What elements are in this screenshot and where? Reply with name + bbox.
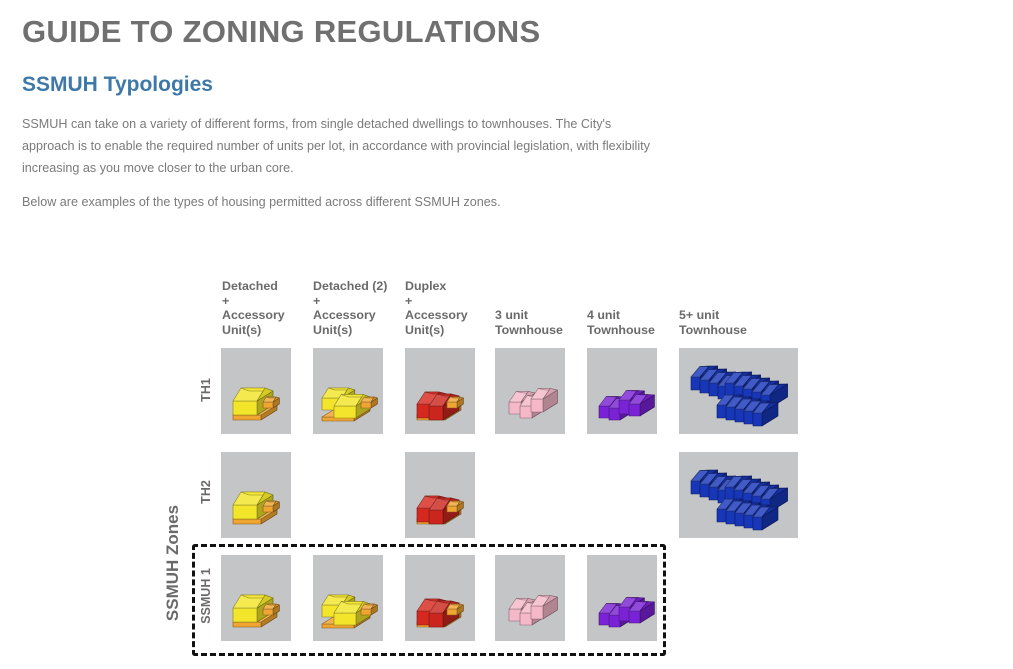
building-massing-illustration <box>598 597 655 628</box>
typology-tile-th5 <box>679 348 798 434</box>
building-massing-illustration <box>232 491 280 525</box>
column-header-3-unit-townhouse: 3 unit Townhouse <box>495 308 563 337</box>
column-header-line: Accessory <box>313 308 376 322</box>
typology-tile-detached <box>221 348 291 434</box>
typology-tile-detached <box>221 555 291 641</box>
building-massing-illustration <box>321 594 378 629</box>
building-massing-illustration <box>232 594 280 628</box>
building-massing-illustration <box>508 388 558 419</box>
column-header-line: Unit(s) <box>405 322 445 337</box>
column-header-line: Townhouse <box>495 322 563 337</box>
building-massing-illustration <box>690 365 788 427</box>
typology-tile-duplex <box>405 348 475 434</box>
typology-tile-duplex <box>405 452 475 538</box>
row-label-th2: TH2 <box>199 480 213 504</box>
column-header-5-plus-unit-townhouse: 5+ unit Townhouse <box>679 308 747 337</box>
building-massing-illustration <box>232 387 280 421</box>
column-header-line: 3 unit <box>495 308 529 322</box>
column-header-line: Townhouse <box>679 322 747 337</box>
ssmuh-1-highlight-frame <box>192 544 666 656</box>
typology-tile-detached2 <box>313 348 383 434</box>
column-header-line: + <box>405 293 413 308</box>
column-header-detached: Detached + Accessory Unit(s) <box>222 279 285 337</box>
page-title: GUIDE TO ZONING REGULATIONS <box>22 14 541 49</box>
building-massing-illustration <box>690 469 788 531</box>
column-header-line: 4 unit <box>587 308 621 322</box>
building-massing-illustration <box>508 595 558 626</box>
column-header-line: Townhouse <box>587 322 655 337</box>
typology-tile-th3 <box>495 555 565 641</box>
building-massing-illustration <box>321 387 378 422</box>
typology-tile-duplex <box>405 555 475 641</box>
typology-tile-th4 <box>587 555 657 641</box>
column-header-line: 5+ unit <box>679 308 720 322</box>
building-massing-illustration <box>416 391 464 421</box>
column-header-line: Duplex <box>405 279 447 293</box>
typology-tile-detached <box>221 452 291 538</box>
column-header-4-unit-townhouse: 4 unit Townhouse <box>587 308 655 337</box>
column-header-line: Unit(s) <box>313 322 353 337</box>
typology-tile-detached2 <box>313 555 383 641</box>
column-header-line: + <box>222 293 230 308</box>
column-header-line: + <box>313 293 321 308</box>
column-header-line: Detached <box>222 279 278 293</box>
examples-paragraph: Below are examples of the types of housi… <box>22 195 501 209</box>
column-header-line: Detached (2) <box>313 279 388 293</box>
column-header-detached-2: Detached (2) + Accessory Unit(s) <box>313 279 387 337</box>
building-massing-illustration <box>416 598 464 628</box>
typology-tile-th4 <box>587 348 657 434</box>
building-massing-illustration <box>598 390 655 421</box>
column-header-duplex: Duplex + Accessory Unit(s) <box>405 279 468 337</box>
building-massing-illustration <box>416 495 464 525</box>
intro-paragraph: SSMUH can take on a variety of different… <box>22 117 650 175</box>
typology-tile-th5 <box>679 452 798 538</box>
column-header-line: Accessory <box>405 308 468 322</box>
section-heading: SSMUH Typologies <box>22 73 213 96</box>
column-header-line: Accessory <box>222 308 285 322</box>
column-header-line: Unit(s) <box>222 322 262 337</box>
row-label-th1: TH1 <box>199 378 213 402</box>
axis-label-ssmuh-zones: SSMUH Zones <box>163 504 182 622</box>
typology-tile-th3 <box>495 348 565 434</box>
